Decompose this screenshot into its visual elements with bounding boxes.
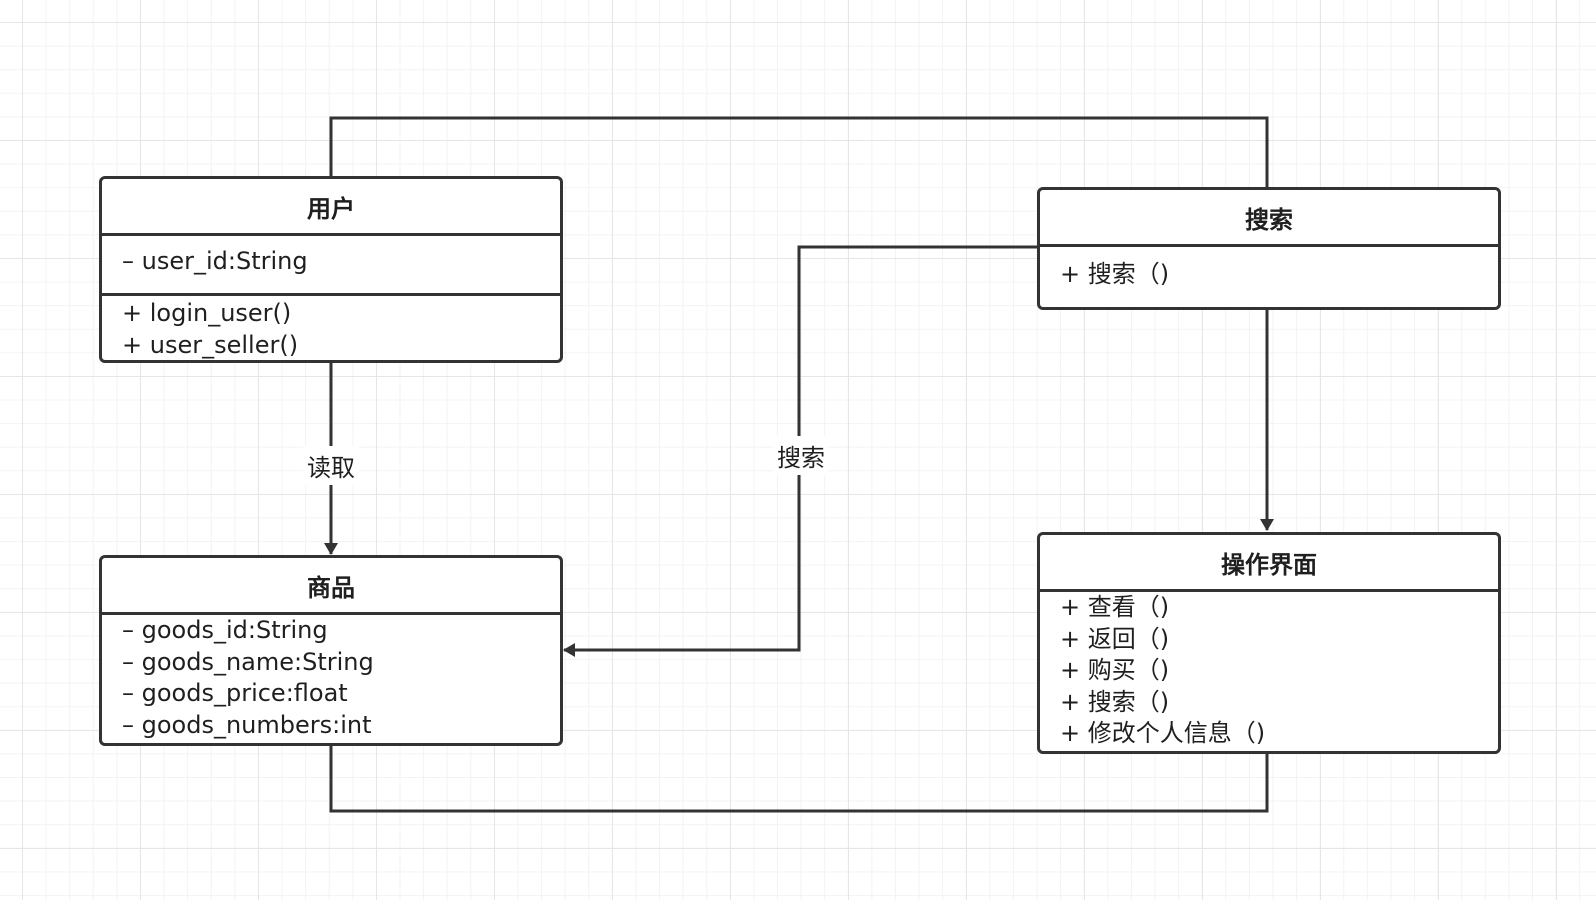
attribute: – goods_name:String	[122, 647, 374, 676]
class-search[interactable]: 搜索 + 搜索（)	[1037, 187, 1501, 310]
class-user-title: 用户	[102, 179, 560, 236]
method: + 购买（)	[1060, 656, 1170, 684]
attribute: – goods_id:String	[122, 616, 328, 644]
attribute: – goods_price:float	[122, 679, 348, 707]
class-ui-title: 操作界面	[1040, 535, 1498, 592]
method: + user_seller()	[122, 330, 299, 359]
class-search-methods: + 搜索（)	[1040, 247, 1498, 291]
class-user-methods: + login_user() + user_seller()	[102, 296, 560, 360]
class-ui-methods: + 查看（) + 返回（) + 购买（) + 搜索（) + 修改个人信息（)	[1040, 592, 1498, 750]
attribute: – goods_numbers:int	[122, 710, 372, 739]
edge-user-search[interactable]	[329, 116, 1269, 188]
method: + login_user()	[122, 299, 292, 327]
attribute: – user_id:String	[122, 247, 308, 275]
class-goods-title: 商品	[102, 558, 560, 615]
edge-label-search: 搜索	[773, 436, 829, 475]
class-goods[interactable]: 商品 – goods_id:String – goods_name:String…	[99, 555, 563, 746]
edge-goods-ui[interactable]	[329, 744, 1269, 813]
method: + 搜索（)	[1060, 260, 1170, 288]
method: + 查看（)	[1060, 593, 1170, 621]
class-search-title: 搜索	[1040, 190, 1498, 247]
method: + 修改个人信息（)	[1060, 719, 1266, 747]
class-ui[interactable]: 操作界面 + 查看（) + 返回（) + 购买（) + 搜索（) + 修改个人信…	[1037, 532, 1501, 754]
method: + 返回（)	[1060, 624, 1170, 653]
class-user-attributes: – user_id:String	[102, 236, 560, 296]
edge-label-read: 读取	[303, 446, 359, 485]
class-goods-attributes: – goods_id:String – goods_name:String – …	[102, 615, 560, 741]
class-user[interactable]: 用户 – user_id:String + login_user() + use…	[99, 176, 563, 363]
method: + 搜索（)	[1060, 687, 1170, 716]
